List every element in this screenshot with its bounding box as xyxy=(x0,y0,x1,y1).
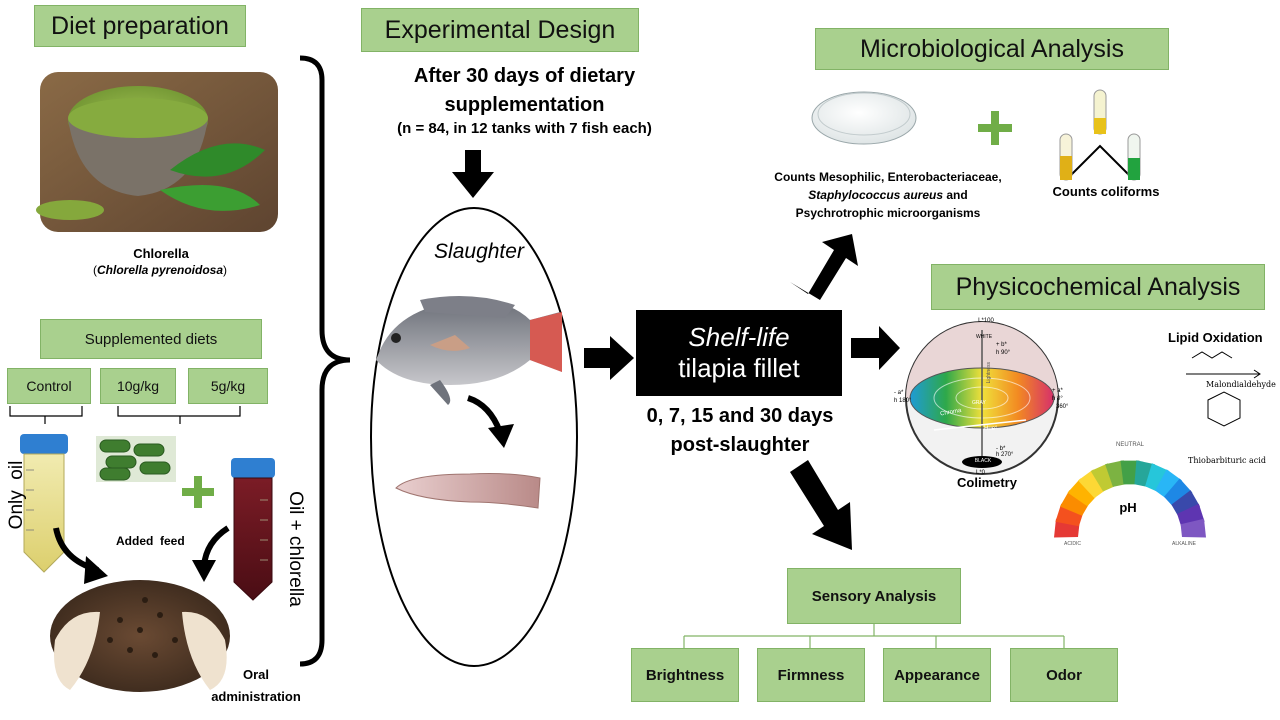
sensory-firmness-box: Firmness xyxy=(757,648,865,702)
h90-label: h 90° xyxy=(996,350,1011,356)
after-30-days-text: After 30 days of dietary supplementation xyxy=(413,65,636,116)
experimental-design-title: Experimental Design xyxy=(361,8,639,52)
arrow-to-shelf-life xyxy=(584,336,634,380)
ph-segment xyxy=(1060,490,1089,516)
oil-chlorella-label: Oil + chlorella xyxy=(285,491,306,607)
sensory-brightness-box: Brightness xyxy=(631,648,739,702)
h270-label: h 270° xyxy=(996,452,1014,458)
ph-neutral-label: NEUTRAL xyxy=(1115,442,1144,448)
added-feed-label: Added feed xyxy=(116,534,185,548)
lipid-oxidation-scheme xyxy=(1186,351,1261,427)
plus-sign-diet xyxy=(182,476,214,508)
tilapia-fish-image xyxy=(376,296,562,405)
sensory-appearance-box: Appearance xyxy=(883,648,991,702)
only-oil-label: Only oil xyxy=(6,460,27,530)
thiobarbituric-acid-label: Thiobarbituric acid xyxy=(1188,456,1266,465)
post-slaughter-days: 0, 7, 15 and 30 days post-slaughter xyxy=(646,405,834,456)
diet-preparation-title: Diet preparation xyxy=(34,5,246,47)
ph-segment xyxy=(1145,463,1170,492)
dose-10g-box: 10g/kg xyxy=(100,368,176,404)
chlorella-photo xyxy=(36,72,278,232)
micro-counts-line2: Staphylococcus aureus and xyxy=(808,188,968,202)
malondialdehyde-label: Malondialdehyde xyxy=(1206,380,1276,389)
plus-sign-micro xyxy=(978,111,1012,145)
slaughter-ellipse xyxy=(370,207,578,667)
a-minus-label: - a* xyxy=(894,390,904,396)
oil-chlorella-tube xyxy=(231,458,275,601)
control-box: Control xyxy=(7,368,91,404)
ph-segment xyxy=(1055,503,1083,527)
slaughter-label: Slaughter xyxy=(434,240,524,263)
micro-counts-line3: Psychrotrophic microorganisms xyxy=(795,206,981,220)
sample-size-text: (n = 84, in 12 tanks with 7 fish each) xyxy=(397,120,652,137)
colimetry-sphere-image xyxy=(905,321,1059,475)
fillet-image xyxy=(395,473,541,509)
l100-label: L*100 xyxy=(978,318,994,324)
ph-segment xyxy=(1164,478,1193,507)
ph-label: pH xyxy=(1119,500,1137,515)
h0-label: h 0° xyxy=(1052,396,1063,402)
chlorella-label: Chlorella xyxy=(133,246,189,261)
physicochemical-analysis-title: Physicochemical Analysis xyxy=(931,264,1265,310)
ph-segment xyxy=(1155,469,1182,499)
oral-administration-label: Oral administration xyxy=(211,667,301,704)
coliforms-label: Counts coliforms xyxy=(1052,184,1160,199)
diet-connectors xyxy=(9,406,241,424)
arrow-to-physico xyxy=(851,326,900,370)
arrow-to-micro xyxy=(790,234,858,300)
b-plus-label: + b* xyxy=(996,342,1007,348)
arrow-oil-to-feed xyxy=(53,527,108,584)
micro-counts-line1: Counts Mesophilic, Enterobacteriaceae, xyxy=(774,170,1002,184)
sensory-analysis-box: Sensory Analysis xyxy=(787,568,961,624)
lipid-oxidation-label: Lipid Oxidation xyxy=(1168,330,1263,345)
chlorella-scientific-name: (Chlorella pyrenoidosa) xyxy=(92,263,228,277)
a-plus-label: + a* xyxy=(1052,388,1063,394)
capsules-image xyxy=(96,436,176,482)
ph-segment xyxy=(1180,518,1206,538)
ph-segment xyxy=(1120,460,1140,485)
hue-label: Hue° xyxy=(984,426,998,432)
h180-label: h 180° xyxy=(894,398,912,404)
shelf-life-line1: Shelf-life xyxy=(688,322,790,352)
shelf-life-line2: tilapia fillet xyxy=(678,353,800,383)
sensory-odor-box: Odor xyxy=(1010,648,1118,702)
ph-segment xyxy=(1067,478,1096,507)
ph-segment xyxy=(1134,460,1155,487)
curly-brace xyxy=(299,55,351,667)
ph-segment xyxy=(1078,469,1105,499)
sensory-connectors xyxy=(683,622,1065,648)
supplemented-diets-box: Supplemented diets xyxy=(40,319,262,359)
feed-pellets-image xyxy=(50,580,230,692)
gray-label: GRAY xyxy=(972,400,986,406)
ph-alkaline-label: ALKALINE xyxy=(1172,541,1196,547)
test-tubes-image xyxy=(1059,89,1141,181)
arrow-down-to-slaughter xyxy=(452,150,494,198)
ph-gauge-svg xyxy=(1054,460,1206,538)
microbiological-analysis-title: Microbiological Analysis xyxy=(815,28,1169,70)
h360-label: 360° xyxy=(1056,404,1069,410)
l0-label: L*0 xyxy=(976,470,986,476)
arrow-fish-to-fillet xyxy=(466,395,514,448)
b-minus-label: - b* xyxy=(996,446,1006,452)
arrow-chlorella-to-feed xyxy=(192,525,230,582)
shelf-life-box: Shelf-life tilapia fillet xyxy=(636,310,842,396)
colimetry-label: Colimetry xyxy=(957,475,1017,490)
micro-counts-text: Counts Mesophilic, Enterobacteriaceae, S… xyxy=(738,168,1038,222)
lightness-label: Lightness xyxy=(986,362,992,384)
arrow-to-sensory xyxy=(790,460,852,550)
dose-5g-box: 5g/kg xyxy=(188,368,268,404)
petri-dish-image xyxy=(811,91,917,145)
ph-segment xyxy=(1105,460,1126,487)
oil-tube xyxy=(20,434,68,573)
ph-gauge xyxy=(1050,440,1210,540)
white-label: WHITE xyxy=(975,334,993,340)
black-label: BLACK xyxy=(974,458,992,464)
ph-acidic-label: ACIDIC xyxy=(1064,541,1081,547)
